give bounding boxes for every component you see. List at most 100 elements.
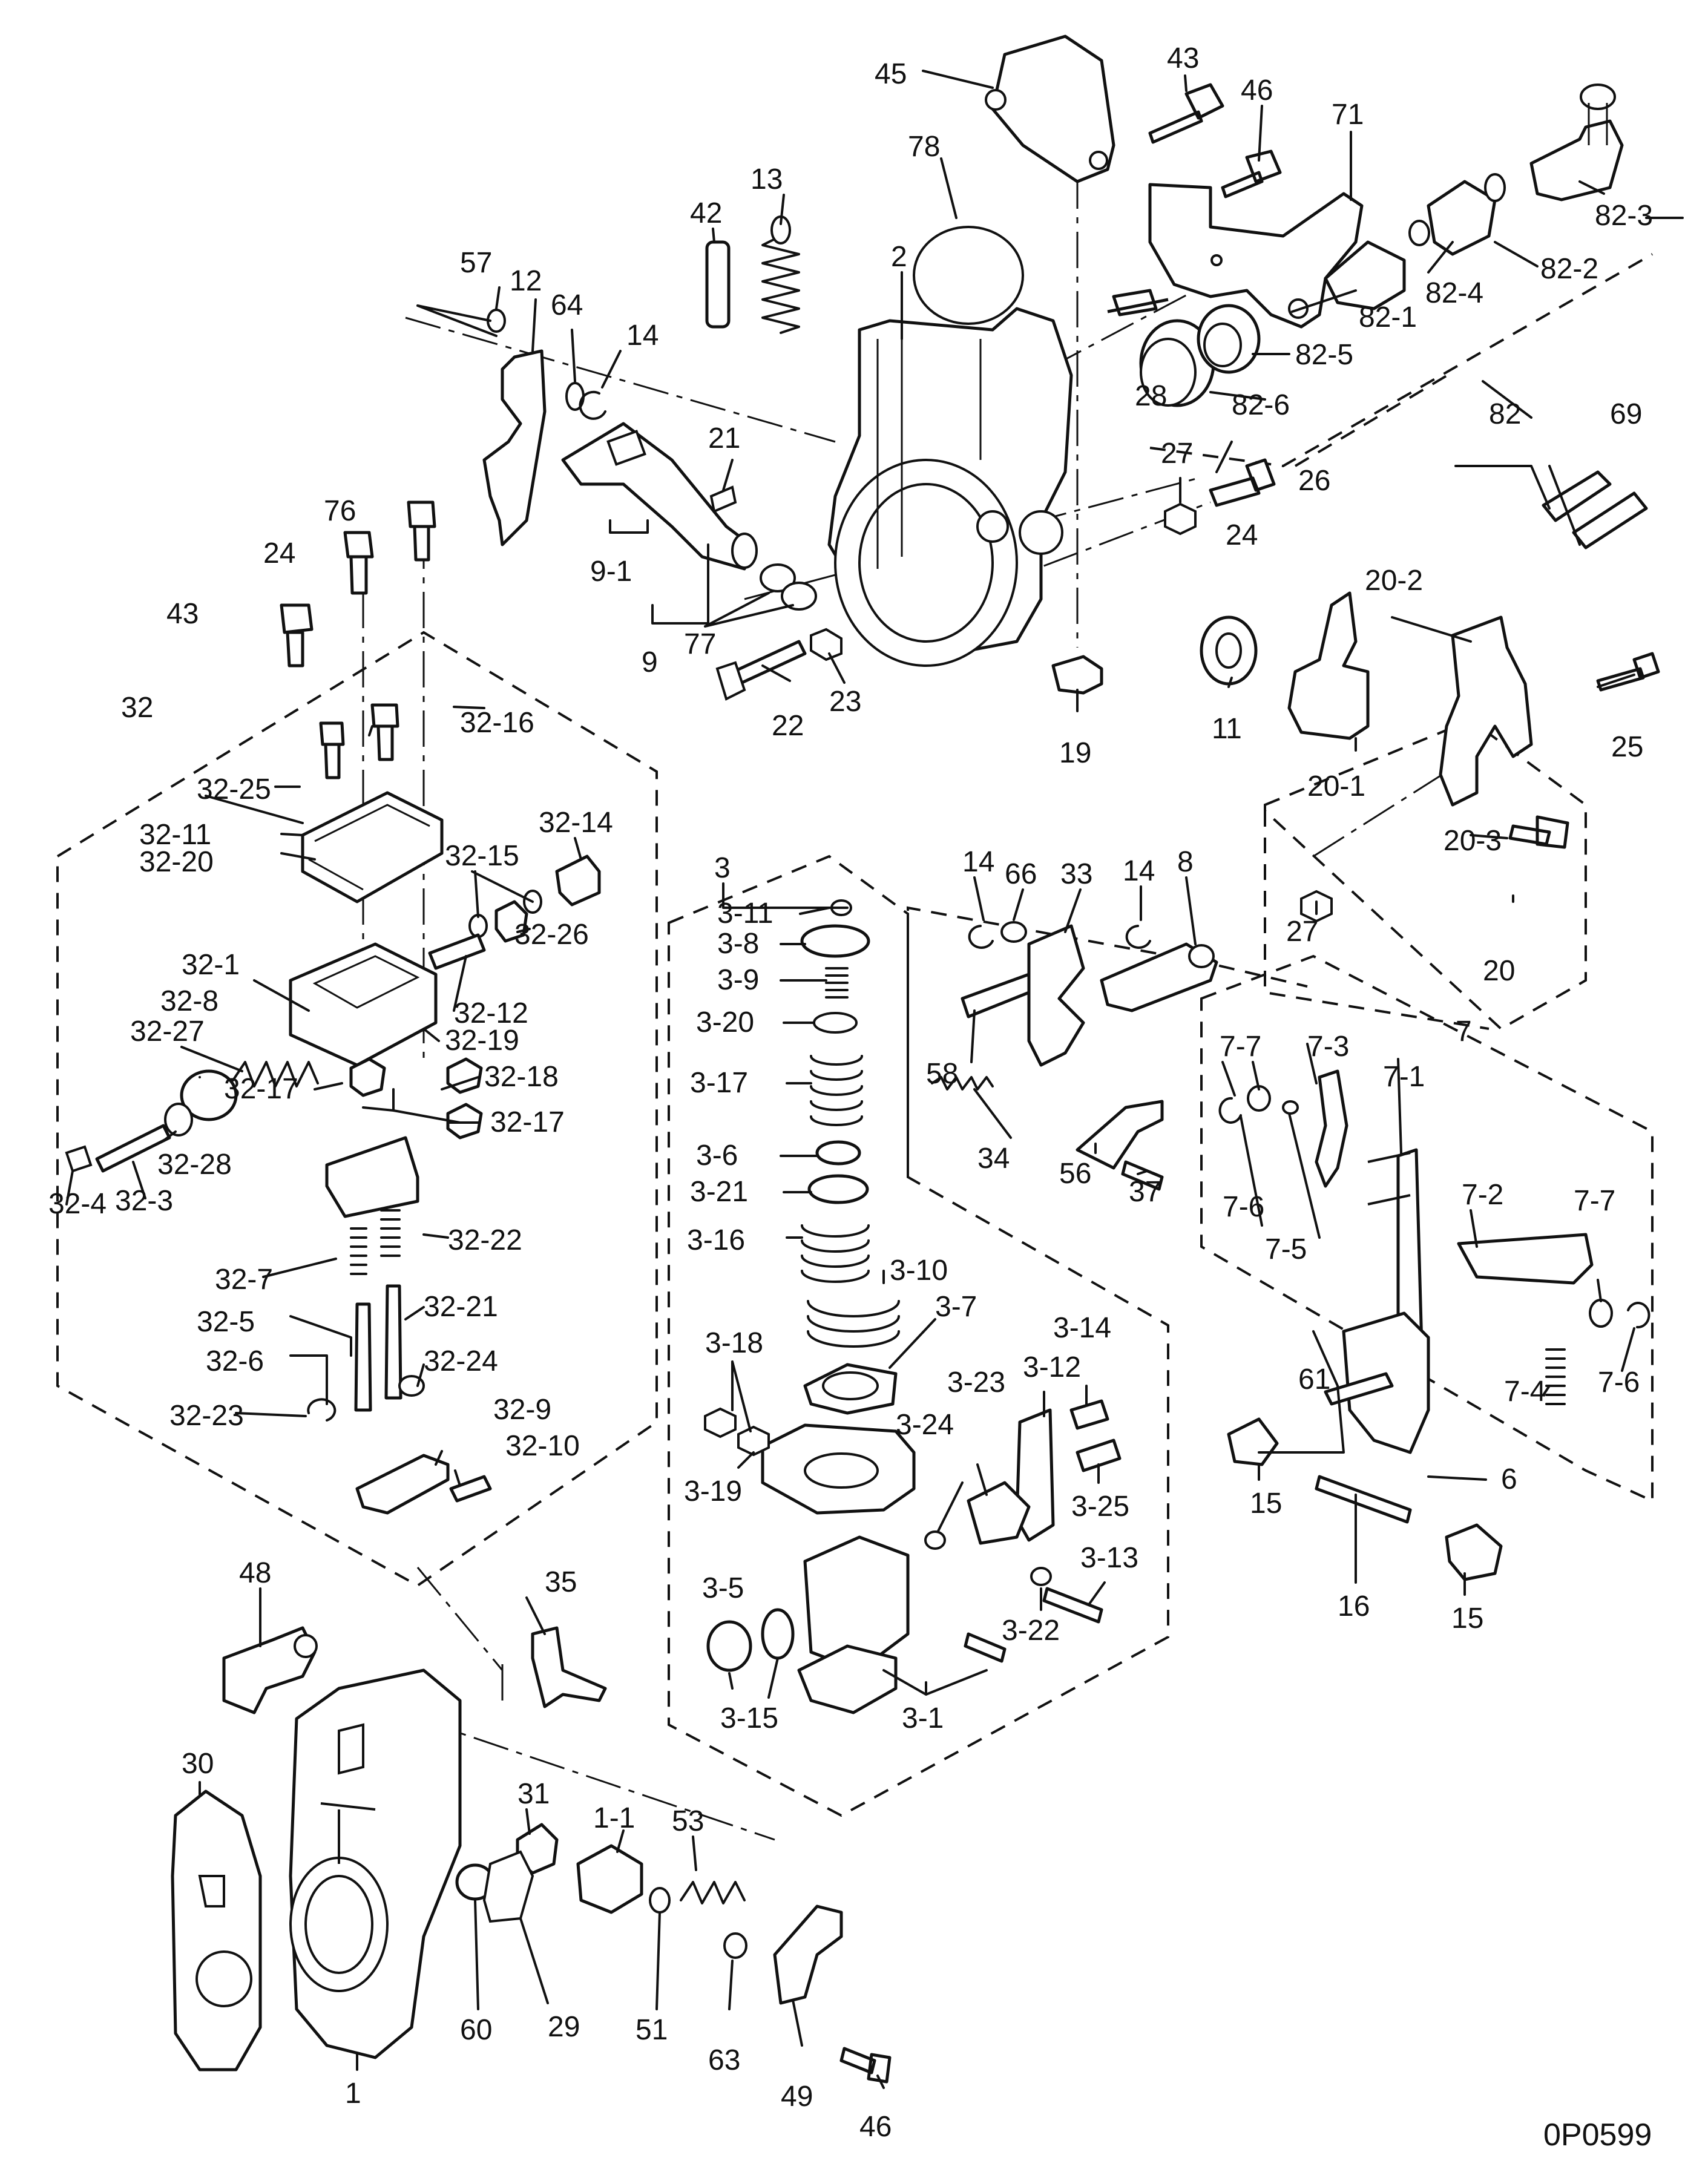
part-3-16-spring — [801, 1224, 870, 1283]
part-32-4-cap — [65, 1145, 93, 1173]
label-45: 45 — [875, 58, 907, 90]
label-9: 9 — [642, 646, 658, 678]
label-27-gov: 27 — [1286, 916, 1318, 948]
part-12-lever-plate — [482, 349, 547, 546]
part-32-22-spring — [380, 1209, 401, 1257]
label-3-11: 3-11 — [717, 897, 774, 930]
label-66: 66 — [1005, 858, 1037, 890]
assembly-line-35 — [416, 1567, 504, 1701]
part-32-9-lever — [355, 1454, 450, 1515]
label-3-16: 3-16 — [687, 1224, 745, 1256]
part-26-bolt — [1209, 458, 1276, 507]
label-3-18: 3-18 — [705, 1327, 763, 1359]
label-61: 61 — [1298, 1363, 1330, 1396]
part-63-washer — [723, 1932, 747, 1959]
part-3-14-bolt — [1069, 1399, 1109, 1430]
label-20-1: 20-1 — [1307, 770, 1365, 802]
label-32-17-a: 32-17 — [224, 1073, 298, 1105]
label-3: 3 — [714, 852, 731, 884]
label-20-3: 20-3 — [1444, 825, 1502, 857]
label-57: 57 — [460, 247, 492, 279]
part-7-2-plate — [1457, 1233, 1594, 1285]
label-25: 25 — [1611, 731, 1643, 763]
label-7-4: 7-4 — [1504, 1376, 1546, 1408]
label-14-top: 14 — [626, 320, 659, 352]
part-1-housing — [289, 1668, 462, 2059]
part-48-bracket — [222, 1626, 317, 1714]
part-33-lever — [1027, 924, 1085, 1067]
label-32-14: 32-14 — [539, 807, 613, 839]
part-32-23-clip — [307, 1398, 337, 1422]
part-32-11-cover — [301, 791, 444, 904]
part-71-bracket — [1148, 183, 1364, 329]
label-32-4: 32-4 — [48, 1188, 107, 1220]
label-3-5: 3-5 — [702, 1572, 744, 1604]
label-43-left: 43 — [166, 598, 199, 630]
part-3-8-seat — [800, 924, 870, 958]
label-1: 1 — [345, 2078, 361, 2110]
part-43-bolt-top — [1148, 83, 1224, 144]
label-3-22: 3-22 — [1002, 1615, 1060, 1647]
label-11: 11 — [1212, 713, 1242, 745]
label-31: 31 — [517, 1778, 550, 1810]
label-78: 78 — [908, 131, 940, 163]
label-53: 53 — [672, 1805, 704, 1837]
label-32-21: 32-21 — [424, 1291, 498, 1323]
part-32-24-washer — [398, 1375, 425, 1397]
label-32-19: 32-19 — [445, 1025, 519, 1057]
label-26: 26 — [1298, 465, 1330, 497]
label-16: 16 — [1338, 1590, 1370, 1622]
part-32-5-plunger — [354, 1302, 372, 1412]
part-3-5-cap — [706, 1620, 752, 1672]
part-53-spring — [680, 1881, 746, 1904]
assembly-line-gov — [1313, 755, 1471, 858]
label-32-11: 32-11 — [139, 819, 211, 851]
label-7-group: 7 — [1456, 1015, 1472, 1048]
label-20: 20 — [1483, 955, 1515, 987]
label-37: 37 — [1129, 1176, 1161, 1208]
part-69-spring-b — [1572, 491, 1648, 549]
part-30-gasket — [171, 1789, 262, 2071]
part-32-27-collar — [180, 1069, 238, 1121]
label-32-6: 32-6 — [206, 1345, 264, 1377]
part-45-cover-plate — [991, 34, 1115, 183]
label-3-6: 3-6 — [696, 1140, 738, 1172]
label-82-3: 82-3 — [1595, 200, 1653, 232]
label-48: 48 — [239, 1557, 271, 1589]
label-8: 8 — [1177, 846, 1194, 878]
part-82-3-elbow — [1529, 119, 1624, 202]
part-15-bushing-a — [1227, 1417, 1279, 1466]
part-61-shaft — [1324, 1372, 1394, 1406]
assembly-line-top — [405, 265, 1241, 443]
part-7-6-clip-b — [1627, 1302, 1651, 1329]
part-3-25-spring — [1076, 1438, 1122, 1472]
part-32-block — [325, 1136, 419, 1218]
label-3-21: 3-21 — [690, 1176, 748, 1208]
part-42-pin — [705, 240, 731, 329]
label-24-left: 24 — [263, 537, 295, 569]
label-15-a: 15 — [1250, 1488, 1282, 1520]
label-34: 34 — [977, 1143, 1010, 1175]
label-46-top: 46 — [1241, 74, 1273, 107]
label-3-15: 3-15 — [720, 1702, 778, 1734]
part-46-bolt-top — [1221, 149, 1282, 198]
label-32-10: 32-10 — [505, 1430, 580, 1462]
label-35: 35 — [545, 1566, 577, 1598]
part-7-5-spring — [1282, 1100, 1299, 1115]
label-64: 64 — [551, 289, 583, 321]
label-3-14: 3-14 — [1053, 1312, 1111, 1344]
label-32-15: 32-15 — [445, 840, 519, 872]
label-32-22: 32-22 — [448, 1224, 522, 1256]
label-56: 56 — [1059, 1158, 1091, 1190]
diagram-code: 0P0599 — [1543, 2117, 1652, 2153]
part-66-washer — [1000, 921, 1027, 943]
label-32-27: 32-27 — [130, 1015, 205, 1048]
part-3-10-spring — [807, 1300, 900, 1348]
part-78-o-ring — [913, 226, 1024, 325]
part-8-link — [1100, 942, 1218, 1012]
part-3-pin — [964, 1632, 1007, 1663]
part-32-14-nut — [555, 854, 601, 907]
part-3-22-washer — [1030, 1567, 1052, 1586]
label-32-7: 32-7 — [215, 1264, 273, 1296]
part-23-nut — [810, 628, 843, 661]
